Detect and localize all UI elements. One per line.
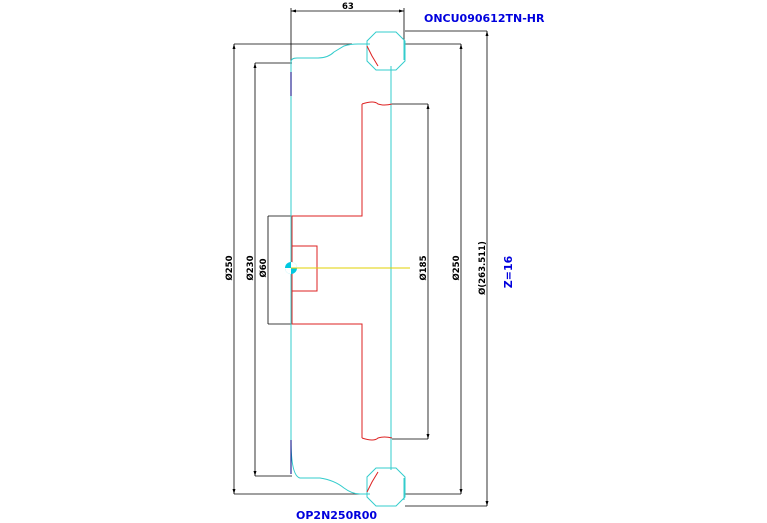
dim-dia-250-right: Ø250 <box>451 255 462 280</box>
dim-dia-250-left: Ø250 <box>224 255 235 280</box>
dim-width-63: 63 <box>342 2 354 12</box>
dim-dia-185: Ø185 <box>418 255 429 280</box>
hub-outline <box>291 45 393 493</box>
dimension-lines <box>232 8 489 507</box>
insert-top <box>366 31 406 71</box>
dim-dia-60: Ø60 <box>258 258 269 277</box>
dim-dia-outer: Ø(263.511) <box>477 241 488 295</box>
dim-dia-230: Ø230 <box>245 255 256 280</box>
tool-code-label: OP2N250R00 <box>296 509 377 522</box>
teeth-count-label: Z=16 <box>502 255 515 288</box>
center-marker-icon <box>285 262 410 274</box>
insert-bottom <box>366 467 406 507</box>
cutter-body-outline <box>290 31 406 507</box>
insert-code-label: ONCU090612TN-HR <box>424 12 545 25</box>
